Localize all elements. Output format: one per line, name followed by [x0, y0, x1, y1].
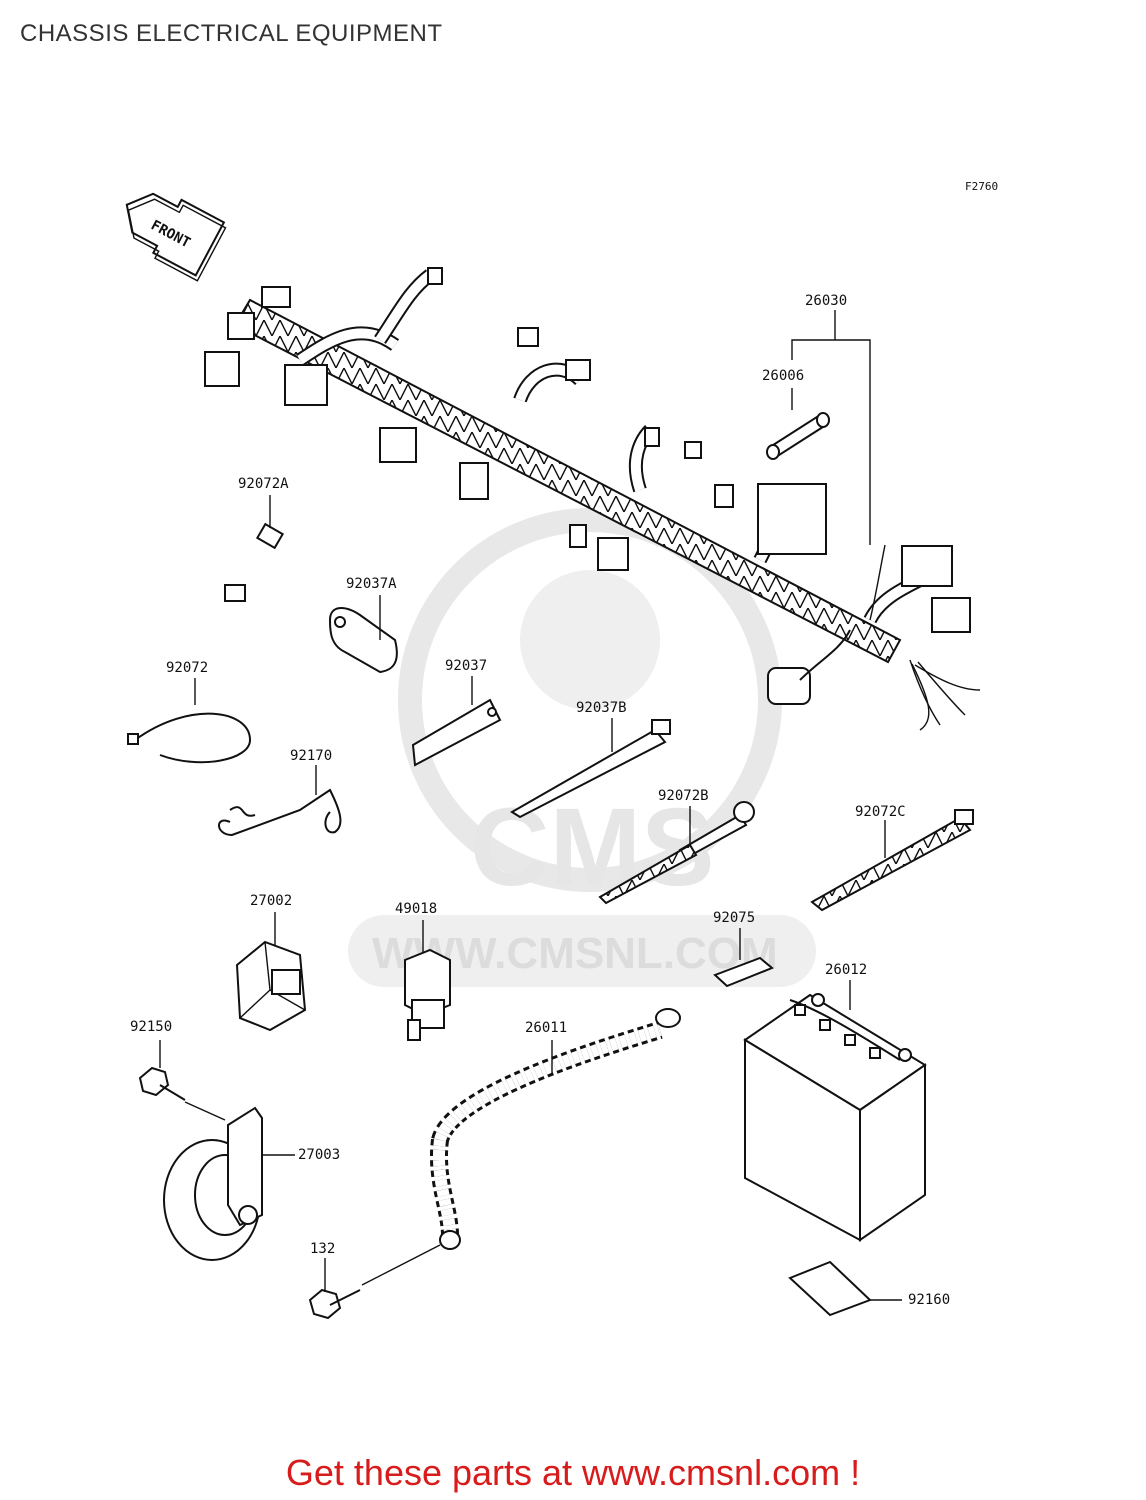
clamp-92072A: [218, 495, 302, 609]
relay-49018: [404, 920, 451, 1041]
part-label-49018: 49018: [395, 901, 437, 917]
plate-92037: [411, 676, 502, 767]
part-label-26006: 26006: [762, 368, 804, 384]
bolt-92150: [138, 1040, 226, 1121]
strap-92037B: [510, 718, 671, 819]
front-arrow-icon: [125, 192, 227, 282]
footer-link[interactable]: Get these parts at www.cmsnl.com !: [285, 1452, 861, 1493]
lead-26011: [430, 1008, 681, 1250]
pad-92160: [788, 1260, 902, 1317]
battery-26012: [743, 980, 927, 1242]
part-label-92072A: 92072A: [238, 476, 289, 492]
part-label-92072C: 92072C: [855, 804, 906, 820]
part-label-26012: 26012: [825, 962, 867, 978]
wiring-harness: [204, 267, 981, 731]
part-label-26030: 26030: [805, 293, 847, 309]
bracket-92170: [218, 765, 342, 837]
part-label-92150: 92150: [130, 1019, 172, 1035]
clamp-92037A: [328, 595, 398, 674]
parts-diagram: CMS WWW.CMSNL.COM F2760 FRONT: [125, 180, 998, 1320]
fuse-26006: [766, 412, 830, 460]
part-label-92072: 92072: [166, 660, 208, 676]
relay-27002: [235, 912, 307, 1032]
tie-92072C: [810, 809, 974, 912]
part-label-92160: 92160: [908, 1292, 950, 1308]
part-label-92170: 92170: [290, 748, 332, 764]
figure-ref: F2760: [965, 180, 998, 193]
part-label-27002: 27002: [250, 893, 292, 909]
page-title: CHASSIS ELECTRICAL EQUIPMENT: [20, 20, 443, 47]
part-label-26011: 26011: [525, 1020, 567, 1036]
leader-26030: [791, 310, 871, 545]
part-label-92037: 92037: [445, 658, 487, 674]
part-label-92037A: 92037A: [346, 576, 397, 592]
part-label-92075: 92075: [713, 910, 755, 926]
cms-watermark: CMS WWW.CMSNL.COM: [348, 508, 816, 987]
watermark-brand: CMS: [470, 786, 714, 909]
part-label-27003: 27003: [298, 1147, 340, 1163]
band-92072: [127, 678, 252, 764]
part-label-132: 132: [310, 1241, 335, 1257]
pad-92075: [713, 928, 774, 988]
bolt-132: [308, 1244, 441, 1320]
tie-92072B: [598, 801, 755, 905]
horn-27003: [163, 1106, 295, 1261]
part-label-92072B: 92072B: [658, 788, 709, 804]
part-label-92037B: 92037B: [576, 700, 627, 716]
